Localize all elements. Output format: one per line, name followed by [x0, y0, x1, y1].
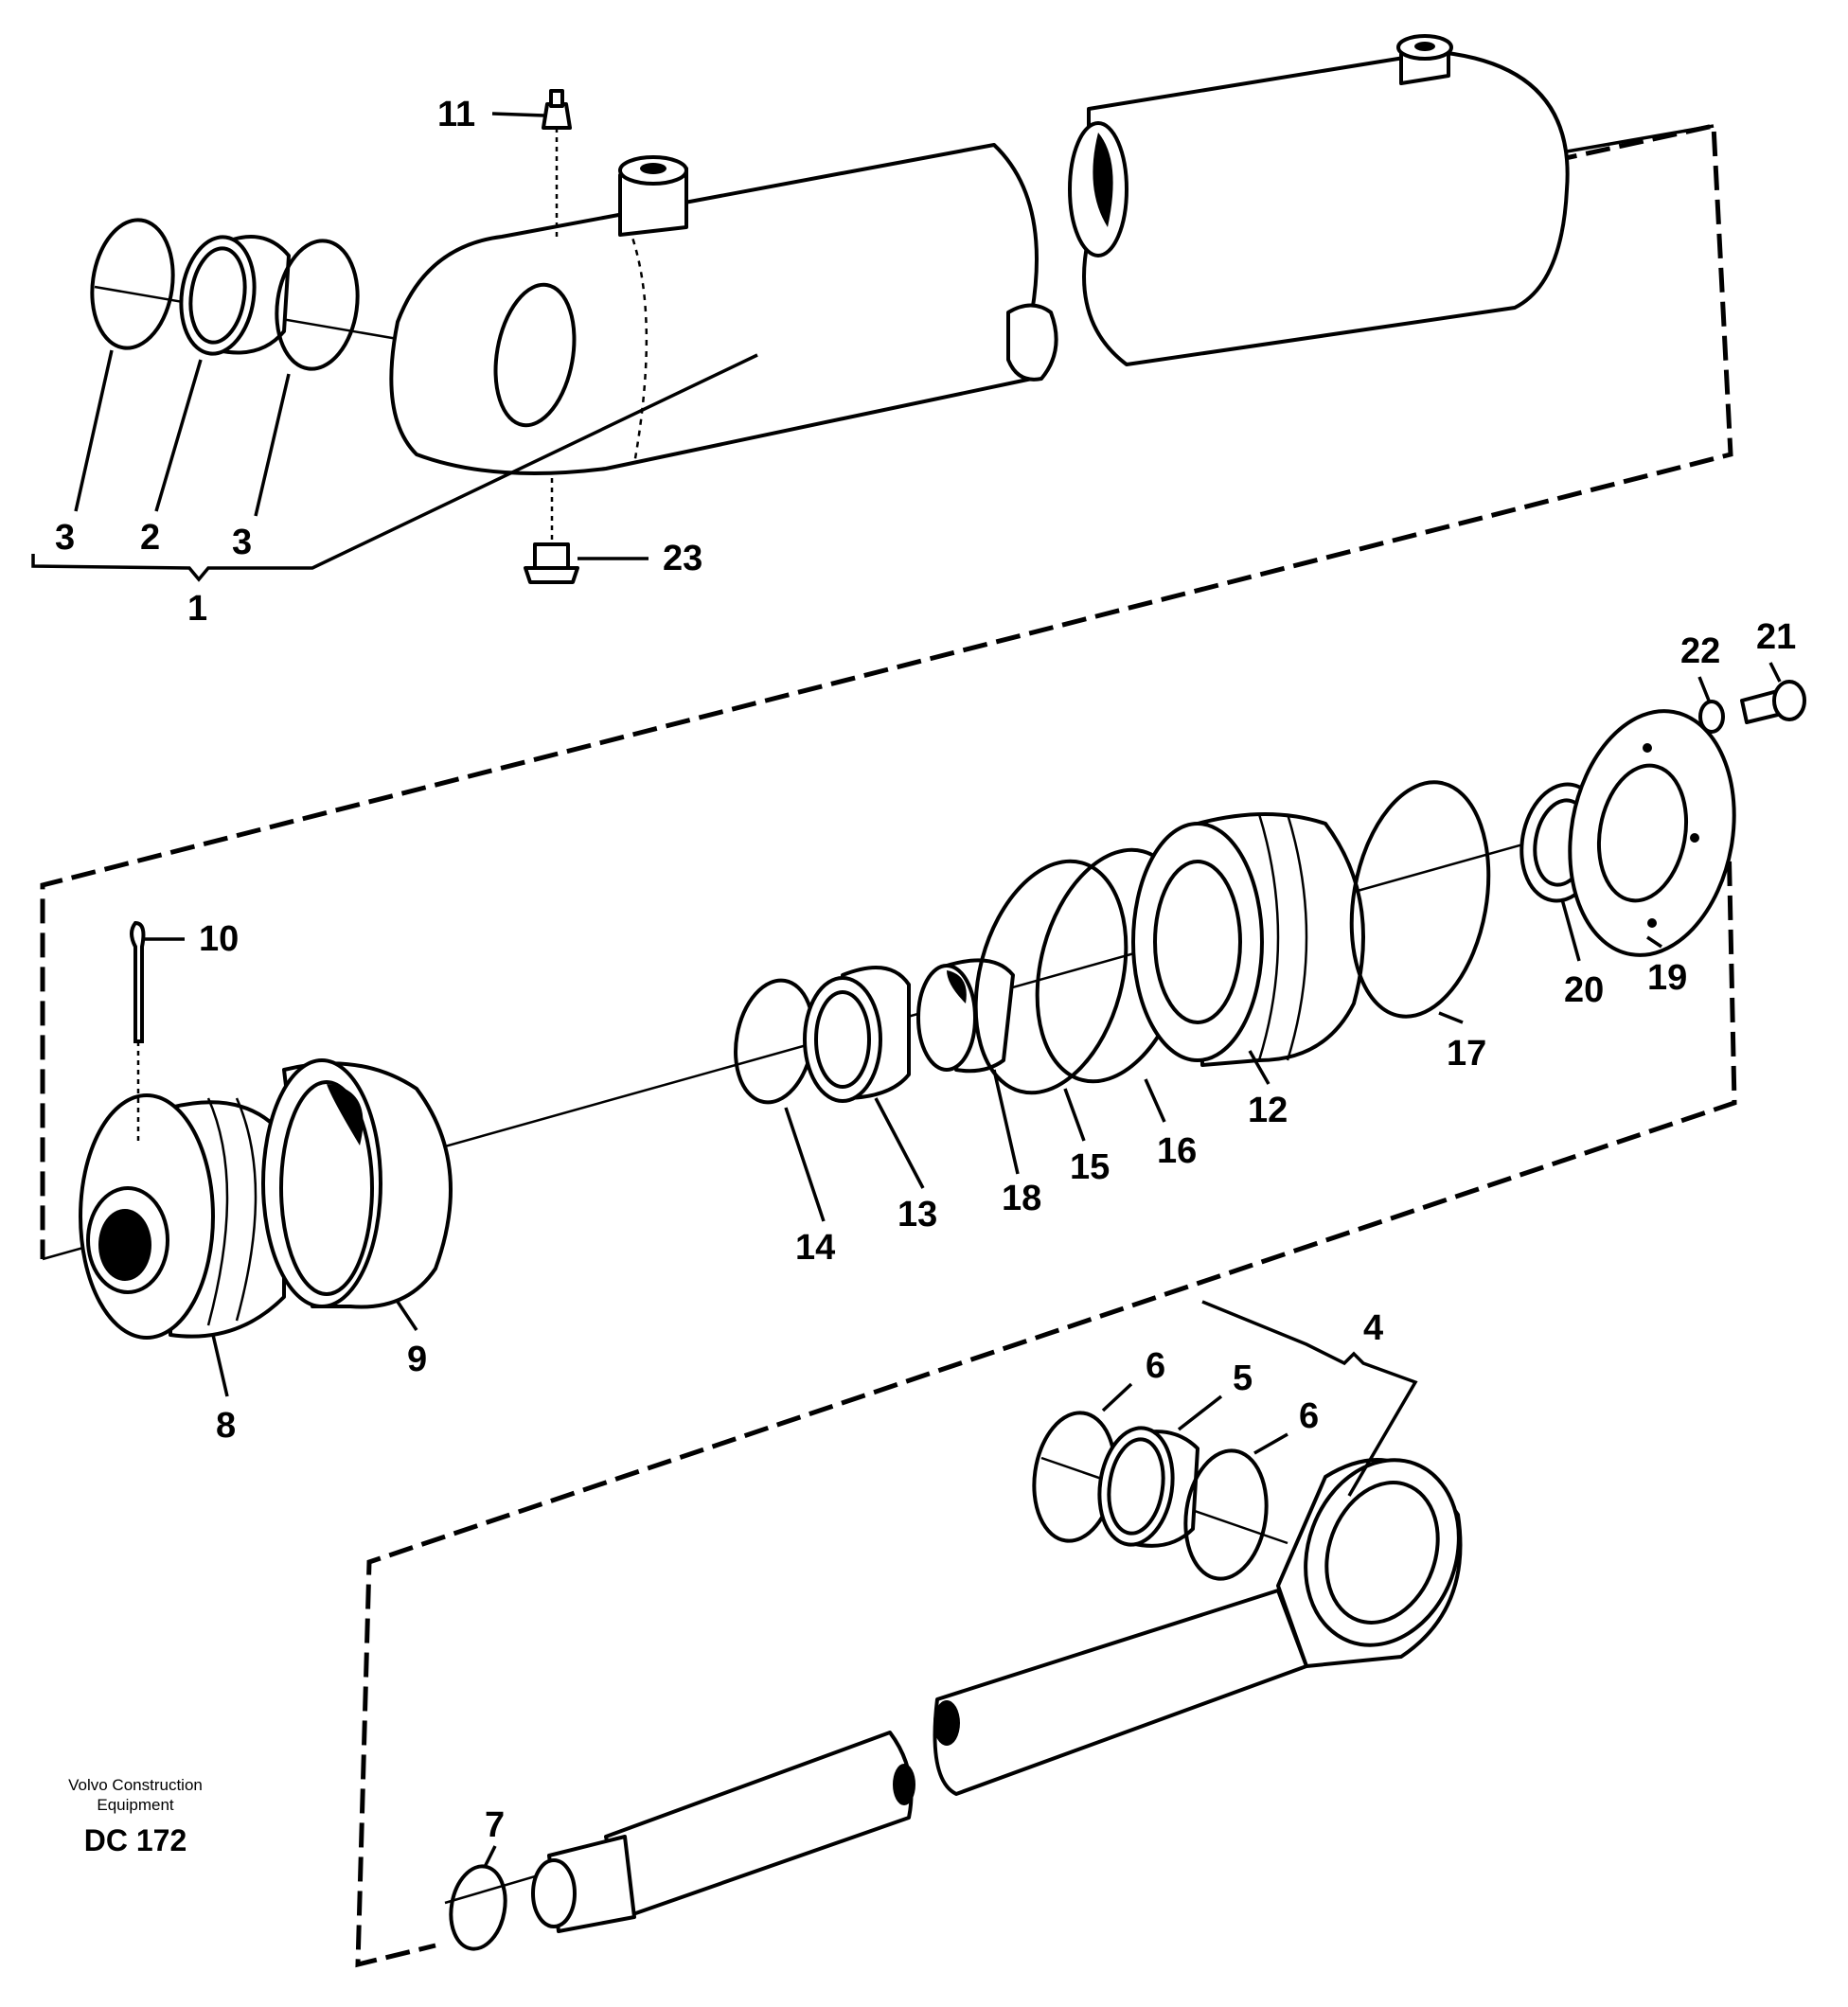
o-ring-large — [1349, 780, 1491, 1019]
callout-13: 13 — [897, 1195, 937, 1234]
callout-labels: 1 2 3 3 11 23 10 8 9 14 13 18 15 16 12 1… — [55, 95, 1796, 1845]
stamp-company-line: Volvo Construction — [68, 1776, 203, 1794]
hex-screw — [1740, 680, 1806, 724]
split-pin — [130, 920, 146, 1146]
callout-10: 10 — [199, 919, 239, 959]
callout-9: 9 — [407, 1340, 427, 1379]
callout-19: 19 — [1647, 958, 1687, 998]
assembly-border-upper — [40, 122, 1733, 1259]
piston — [1131, 812, 1365, 1067]
callout-11: 11 — [437, 95, 475, 134]
cylinder-tube — [389, 34, 1715, 475]
callout-12: 12 — [1248, 1091, 1288, 1130]
callout-15: 15 — [1070, 1147, 1110, 1187]
cylinder-head — [79, 1093, 286, 1340]
stamp-company-line-2: Equipment — [97, 1796, 174, 1814]
callout-20: 20 — [1564, 970, 1604, 1010]
piston-rod-shaft — [531, 1731, 915, 1933]
brace-part-1 — [31, 353, 758, 582]
callout-6-right: 6 — [1299, 1396, 1319, 1436]
callout-7: 7 — [485, 1805, 505, 1845]
callout-3-right: 3 — [232, 523, 252, 562]
piston-rod-eye — [933, 1458, 1463, 1796]
callout-16: 16 — [1157, 1131, 1197, 1171]
callout-17: 17 — [1447, 1034, 1486, 1074]
stamp-drawing-code: DC 172 — [84, 1823, 187, 1857]
callout-5: 5 — [1233, 1359, 1253, 1398]
lower-bushing-set — [1032, 1411, 1269, 1581]
callout-6-left: 6 — [1146, 1346, 1165, 1386]
callout-18: 18 — [1002, 1179, 1041, 1218]
manufacturer-stamp: Volvo Construction Equipment DC 172 — [68, 1776, 203, 1857]
end-flange — [1568, 709, 1736, 957]
rod-o-ring — [449, 1864, 507, 1951]
callout-2: 2 — [140, 518, 160, 558]
callout-22: 22 — [1680, 631, 1720, 671]
upper-bushing-set — [90, 218, 360, 371]
callout-4: 4 — [1363, 1308, 1383, 1348]
callout-21: 21 — [1756, 617, 1796, 657]
assembly-border-middle — [355, 792, 1737, 1968]
brace-part-4 — [1201, 1300, 1418, 1497]
sleeve — [916, 958, 1015, 1074]
callout-14: 14 — [795, 1228, 835, 1268]
washer — [1698, 700, 1725, 734]
o-ring-outer — [973, 859, 1128, 1095]
callout-8: 8 — [216, 1406, 236, 1446]
guide-bushing — [803, 966, 911, 1103]
callout-23: 23 — [663, 539, 702, 578]
callout-3-left: 3 — [55, 518, 75, 558]
leader-lines — [74, 112, 1782, 1868]
grease-nipple — [542, 89, 572, 237]
callout-1: 1 — [187, 589, 207, 629]
piston-seal — [261, 1058, 453, 1309]
plug-screw — [524, 478, 579, 584]
